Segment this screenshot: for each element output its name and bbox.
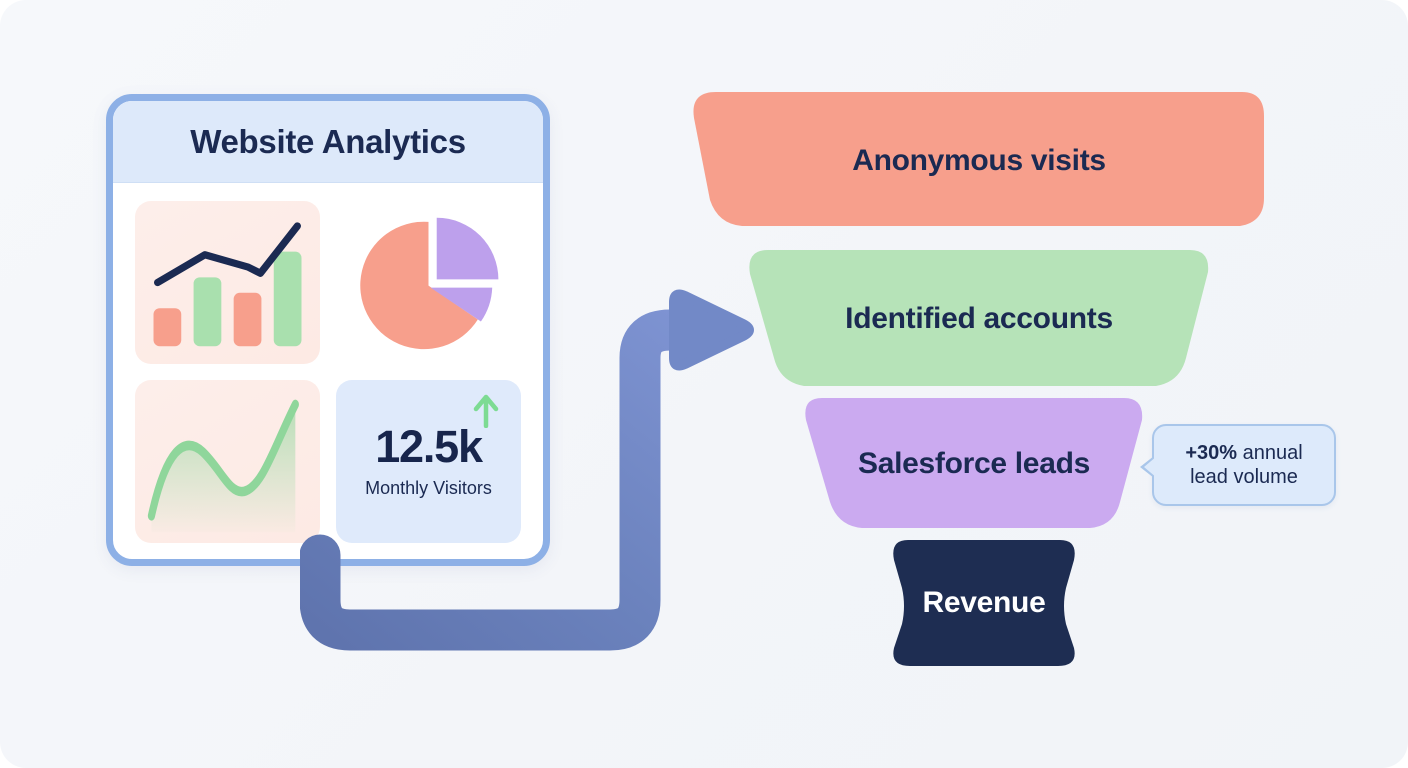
website-analytics-card: Website Analytics	[106, 94, 550, 566]
page-title: Website Analytics	[190, 122, 466, 160]
lead-volume-callout: +30% annual lead volume	[1140, 424, 1336, 506]
funnel-stage-label: Revenue	[922, 586, 1046, 619]
callout-line-2: lead volume	[1190, 466, 1298, 488]
bar-chart-tile	[135, 201, 320, 364]
funnel-stage-shape	[893, 540, 1075, 666]
funnel-stage-shape	[805, 398, 1143, 528]
funnel-stage-shape	[693, 92, 1264, 226]
kpi-value: 12.5k	[375, 421, 483, 472]
card-header: Website Analytics	[113, 101, 543, 183]
kpi-tile: 12.5k Monthly Visitors	[336, 380, 521, 543]
card-body: 12.5k Monthly Visitors	[113, 183, 543, 559]
area-chart-tile	[135, 380, 320, 543]
callout-tail-inner-icon	[1144, 456, 1157, 478]
conversion-funnel: Anonymous visits Identified accounts Sal…	[690, 88, 1350, 688]
callout-line-1: +30% annual	[1185, 441, 1302, 465]
funnel-stage-revenue[interactable]: Revenue	[886, 536, 1082, 670]
pie-chart-tile	[336, 201, 521, 364]
funnel-stage-label: Identified accounts	[845, 302, 1113, 335]
funnel-stage-salesforce-leads[interactable]: Salesforce leads	[802, 394, 1146, 534]
bar-chart-with-trendline-icon	[153, 222, 302, 347]
funnel-stage-shape	[749, 250, 1209, 386]
funnel-stage-identified-accounts[interactable]: Identified accounts	[746, 246, 1212, 392]
funnel-stage-label: Anonymous visits	[852, 143, 1106, 177]
trend-up-arrow-icon	[473, 394, 499, 428]
callout-rest: annual	[1237, 441, 1303, 464]
area-chart-icon	[147, 399, 299, 533]
pie-chart-icon	[360, 217, 499, 350]
funnel-stage-label: Salesforce leads	[857, 447, 1090, 480]
kpi-label: Monthly Visitors	[365, 478, 492, 498]
funnel-stage-anonymous-visits[interactable]: Anonymous visits	[690, 88, 1268, 233]
callout-emphasis: +30%	[1185, 441, 1238, 464]
